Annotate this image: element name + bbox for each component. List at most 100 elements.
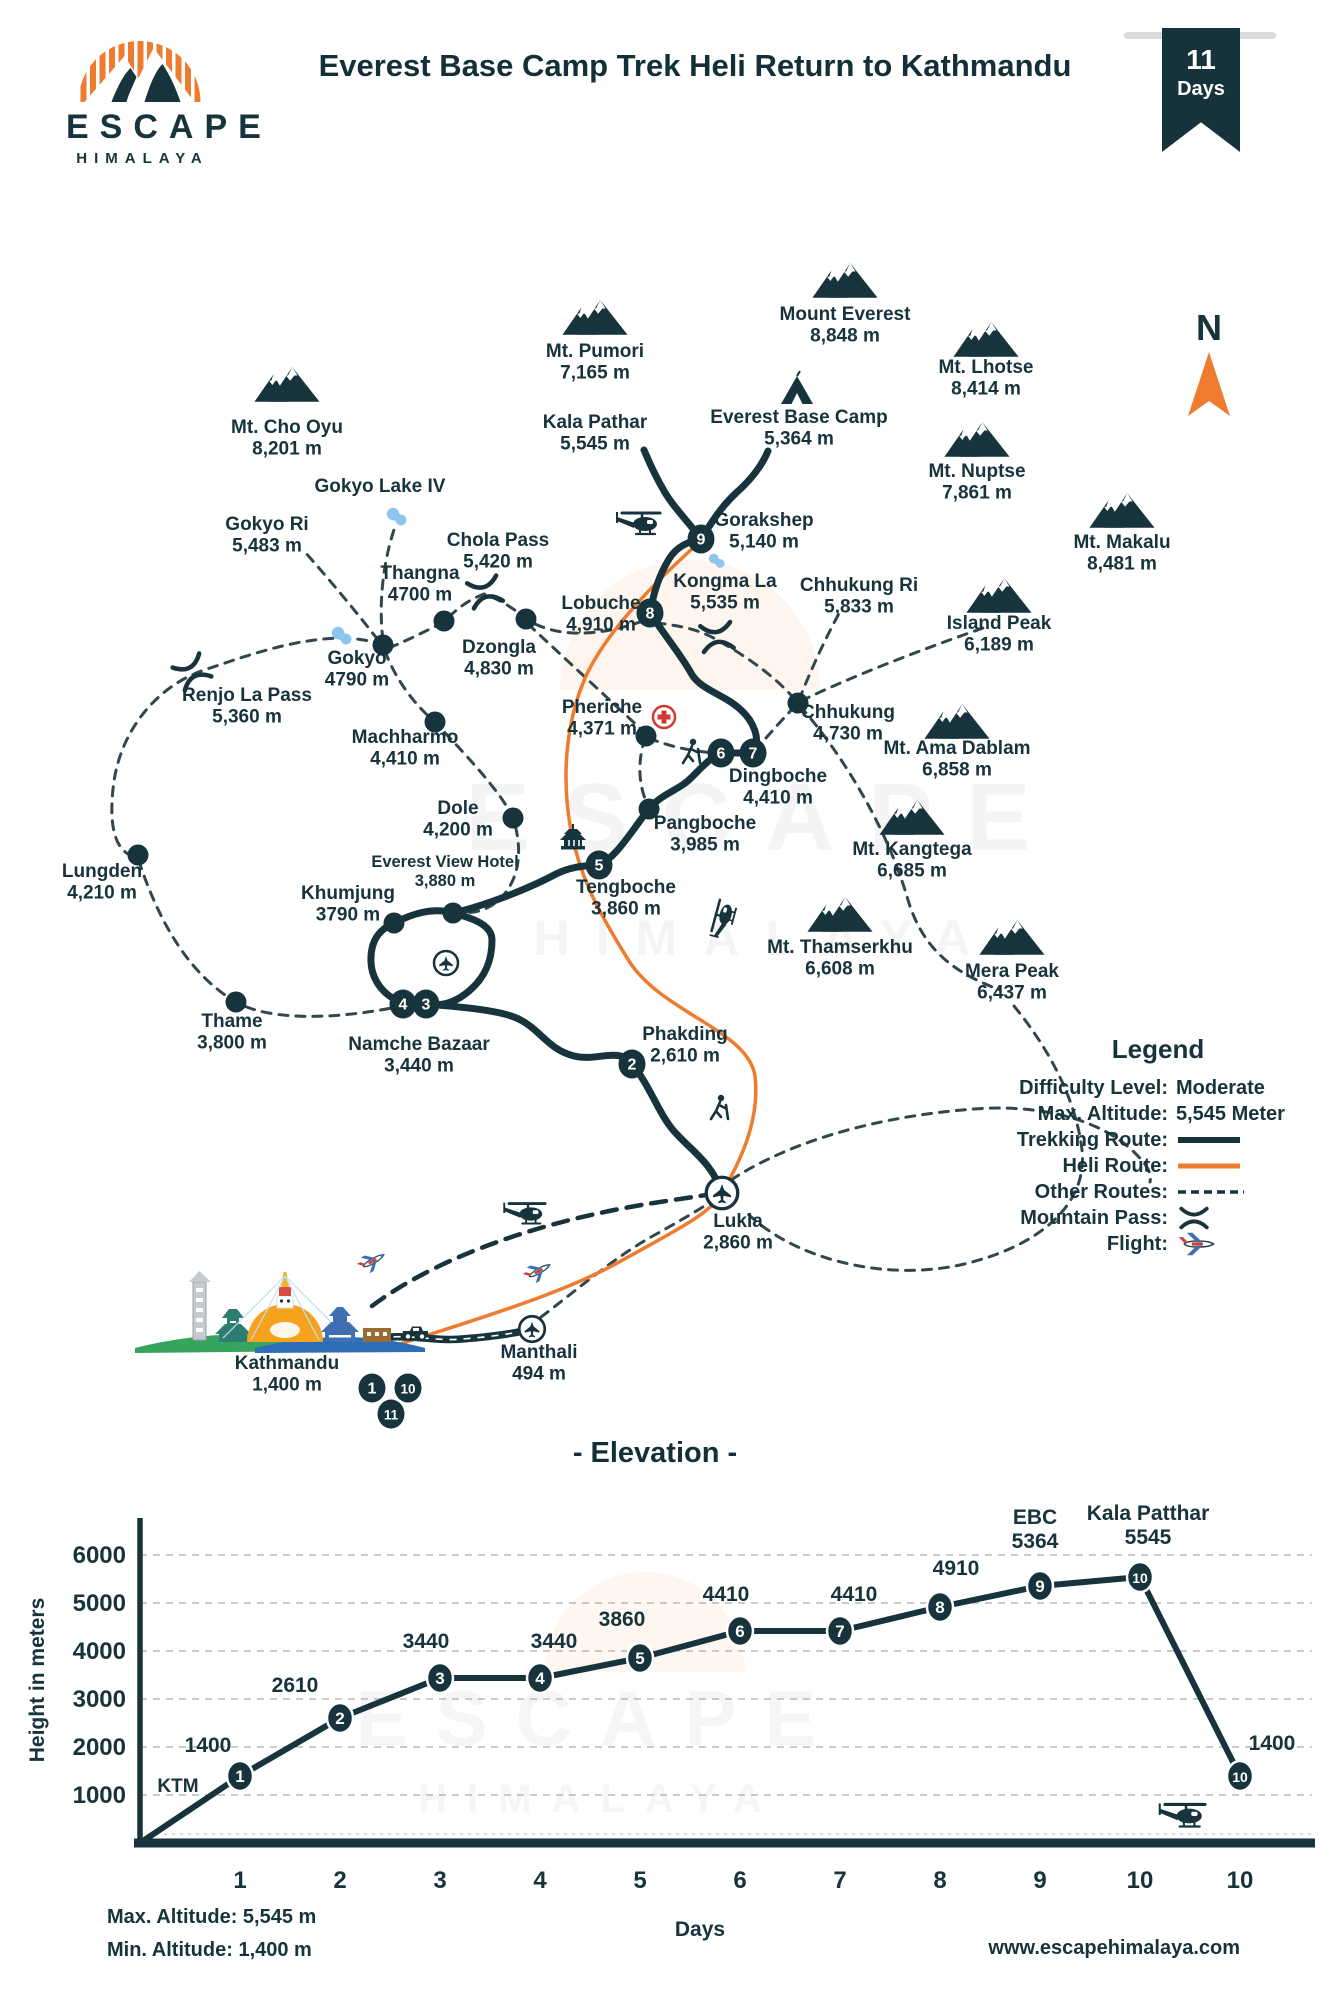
airport-icon <box>704 1175 740 1211</box>
hiker-icon <box>681 738 702 765</box>
day-marker-8 <box>636 598 664 628</box>
monastery-icon <box>560 824 586 850</box>
map-watermark: ESCAPE HIMALAYA <box>466 560 1065 966</box>
place-elev-dzongla: 4,830 m <box>464 659 534 680</box>
legend-swatch-trek <box>1178 1137 1240 1143</box>
place-label-gokyo: Gokyo <box>327 648 386 669</box>
mountain-icon <box>254 367 320 402</box>
chart-point-day-5 <box>625 1641 655 1675</box>
brand-logo: ESCAPE HIMALAYA <box>55 24 261 167</box>
base-camp-tent-icon <box>781 370 813 404</box>
place-label-lungden: Lungden <box>62 861 142 882</box>
place-label-kala-pathar: Kala Pathar <box>543 412 648 433</box>
lake-icon <box>331 626 352 645</box>
peak-label-nuptse: Mt. Nuptse <box>928 461 1025 482</box>
day-marker-7 <box>739 738 767 768</box>
day-marker-1 <box>358 1373 386 1403</box>
heli-route <box>399 546 758 1346</box>
duration-label: Days <box>1177 78 1225 100</box>
svg-text:9: 9 <box>697 532 706 549</box>
place-elev-kala-pathar: 5,545 m <box>560 434 630 455</box>
helicopter-icon <box>1158 1802 1207 1828</box>
legend-swatch-flight <box>1178 1232 1215 1256</box>
legend-title: Legend <box>1111 1034 1205 1064</box>
mountain-icon <box>924 704 990 739</box>
y-tick-4000: 4000 <box>73 1638 126 1665</box>
helicopter-icon <box>503 1202 547 1225</box>
legend-swatch-heli <box>1178 1163 1240 1169</box>
place-label-thame: Thame <box>201 1011 262 1032</box>
legend-row: Difficulty Level:Moderate <box>990 1077 1326 1099</box>
pass-label-renjo-la-pass: Renjo La Pass <box>182 685 312 706</box>
airplane-icon <box>522 1264 551 1284</box>
duration-badge: 11 Days <box>1162 28 1240 152</box>
place-elev-lukla: 2,860 m <box>703 1233 773 1254</box>
place-label-phakding: Phakding <box>642 1024 728 1045</box>
place-elev-gokyo: 4790 m <box>325 670 389 691</box>
lake-icon <box>386 507 407 526</box>
place-elev-chhukung: 4,730 m <box>813 724 883 745</box>
x-tick-9: 10 <box>1127 1867 1154 1894</box>
pass-elev-kongma-la: 5,535 m <box>690 593 760 614</box>
y-tick-1000: 1000 <box>73 1782 126 1809</box>
map-dot-everest-view-hotel <box>442 902 464 924</box>
logo-subtitle: HIMALAYA <box>76 150 209 167</box>
day-marker-9 <box>687 524 715 554</box>
website-link: www.escapehimalaya.com <box>988 1937 1240 1959</box>
peak-label-mera-peak: Mera Peak <box>965 961 1059 982</box>
svg-text:HIMALAYA: HIMALAYA <box>418 1777 782 1821</box>
x-tick-6: 7 <box>833 1867 846 1894</box>
chart-label: 4410 <box>831 1583 878 1606</box>
x-tick-5: 6 <box>733 1867 746 1894</box>
place-label-pangboche: Pangboche <box>654 813 756 834</box>
chart-label: 3860 <box>599 1608 646 1631</box>
mountain-icon <box>562 300 628 335</box>
chart-point-day-6 <box>725 1614 755 1648</box>
svg-text:1: 1 <box>235 1767 244 1786</box>
place-label-kathmandu: Kathmandu <box>235 1353 340 1374</box>
chart-label: 1400 <box>185 1734 232 1757</box>
mountain-pass-icon <box>464 573 506 611</box>
place-elev-pangboche: 3,985 m <box>670 835 740 856</box>
place-label-dole: Dole <box>437 798 478 819</box>
chart-point-day-2 <box>325 1701 355 1735</box>
pass-elev-renjo-la-pass: 5,360 m <box>212 707 282 728</box>
map-dot-thangna <box>433 610 455 632</box>
peak-elev-nuptse: 7,861 m <box>942 483 1012 504</box>
svg-text:8: 8 <box>646 606 655 623</box>
svg-text:7: 7 <box>835 1622 844 1641</box>
peak-elev-mera-peak: 6,437 m <box>977 983 1047 1004</box>
legend-value <box>1176 1153 1326 1179</box>
svg-text:6: 6 <box>717 746 726 763</box>
legend-row: Trekking Route: <box>990 1129 1326 1151</box>
place-elev-lungden: 4,210 m <box>67 883 137 904</box>
compass: N <box>1188 307 1230 416</box>
legend-label: Difficulty Level: <box>1019 1076 1168 1099</box>
x-tick-8: 9 <box>1033 1867 1046 1894</box>
map-dot-khumjung <box>383 912 405 934</box>
place-elev-chhukung-ri: 5,833 m <box>824 597 894 618</box>
medical-post-icon <box>651 704 677 730</box>
day-marker-11 <box>377 1399 405 1429</box>
compass-arrow-icon <box>1188 352 1230 416</box>
legend-row: Mountain Pass: <box>990 1207 1326 1230</box>
legend-swatch-dashed <box>1178 1190 1244 1194</box>
svg-text:10: 10 <box>1132 1570 1148 1586</box>
svg-text:HIMALAYA: HIMALAYA <box>534 910 997 966</box>
day-marker-2 <box>618 1049 646 1079</box>
chart-point-day-8 <box>925 1590 955 1624</box>
day-marker-4 <box>389 989 417 1019</box>
place-elev-gorakshep: 5,140 m <box>729 532 799 553</box>
pass-elev-chola-pass: 5,420 m <box>463 552 533 573</box>
map-dot-gokyo <box>372 634 394 656</box>
place-label-manthali: Manthali <box>500 1342 577 1363</box>
hiker-icon <box>709 1094 730 1121</box>
legend-label: Flight: <box>1106 1232 1168 1255</box>
mountain-icon <box>953 322 1019 357</box>
duration-days: 11 <box>1186 44 1216 75</box>
svg-text:ESCAPE: ESCAPE <box>466 764 1065 871</box>
chart-label: Kala Patthar <box>1087 1502 1210 1525</box>
place-label-pheriche: Pheriche <box>562 697 642 718</box>
